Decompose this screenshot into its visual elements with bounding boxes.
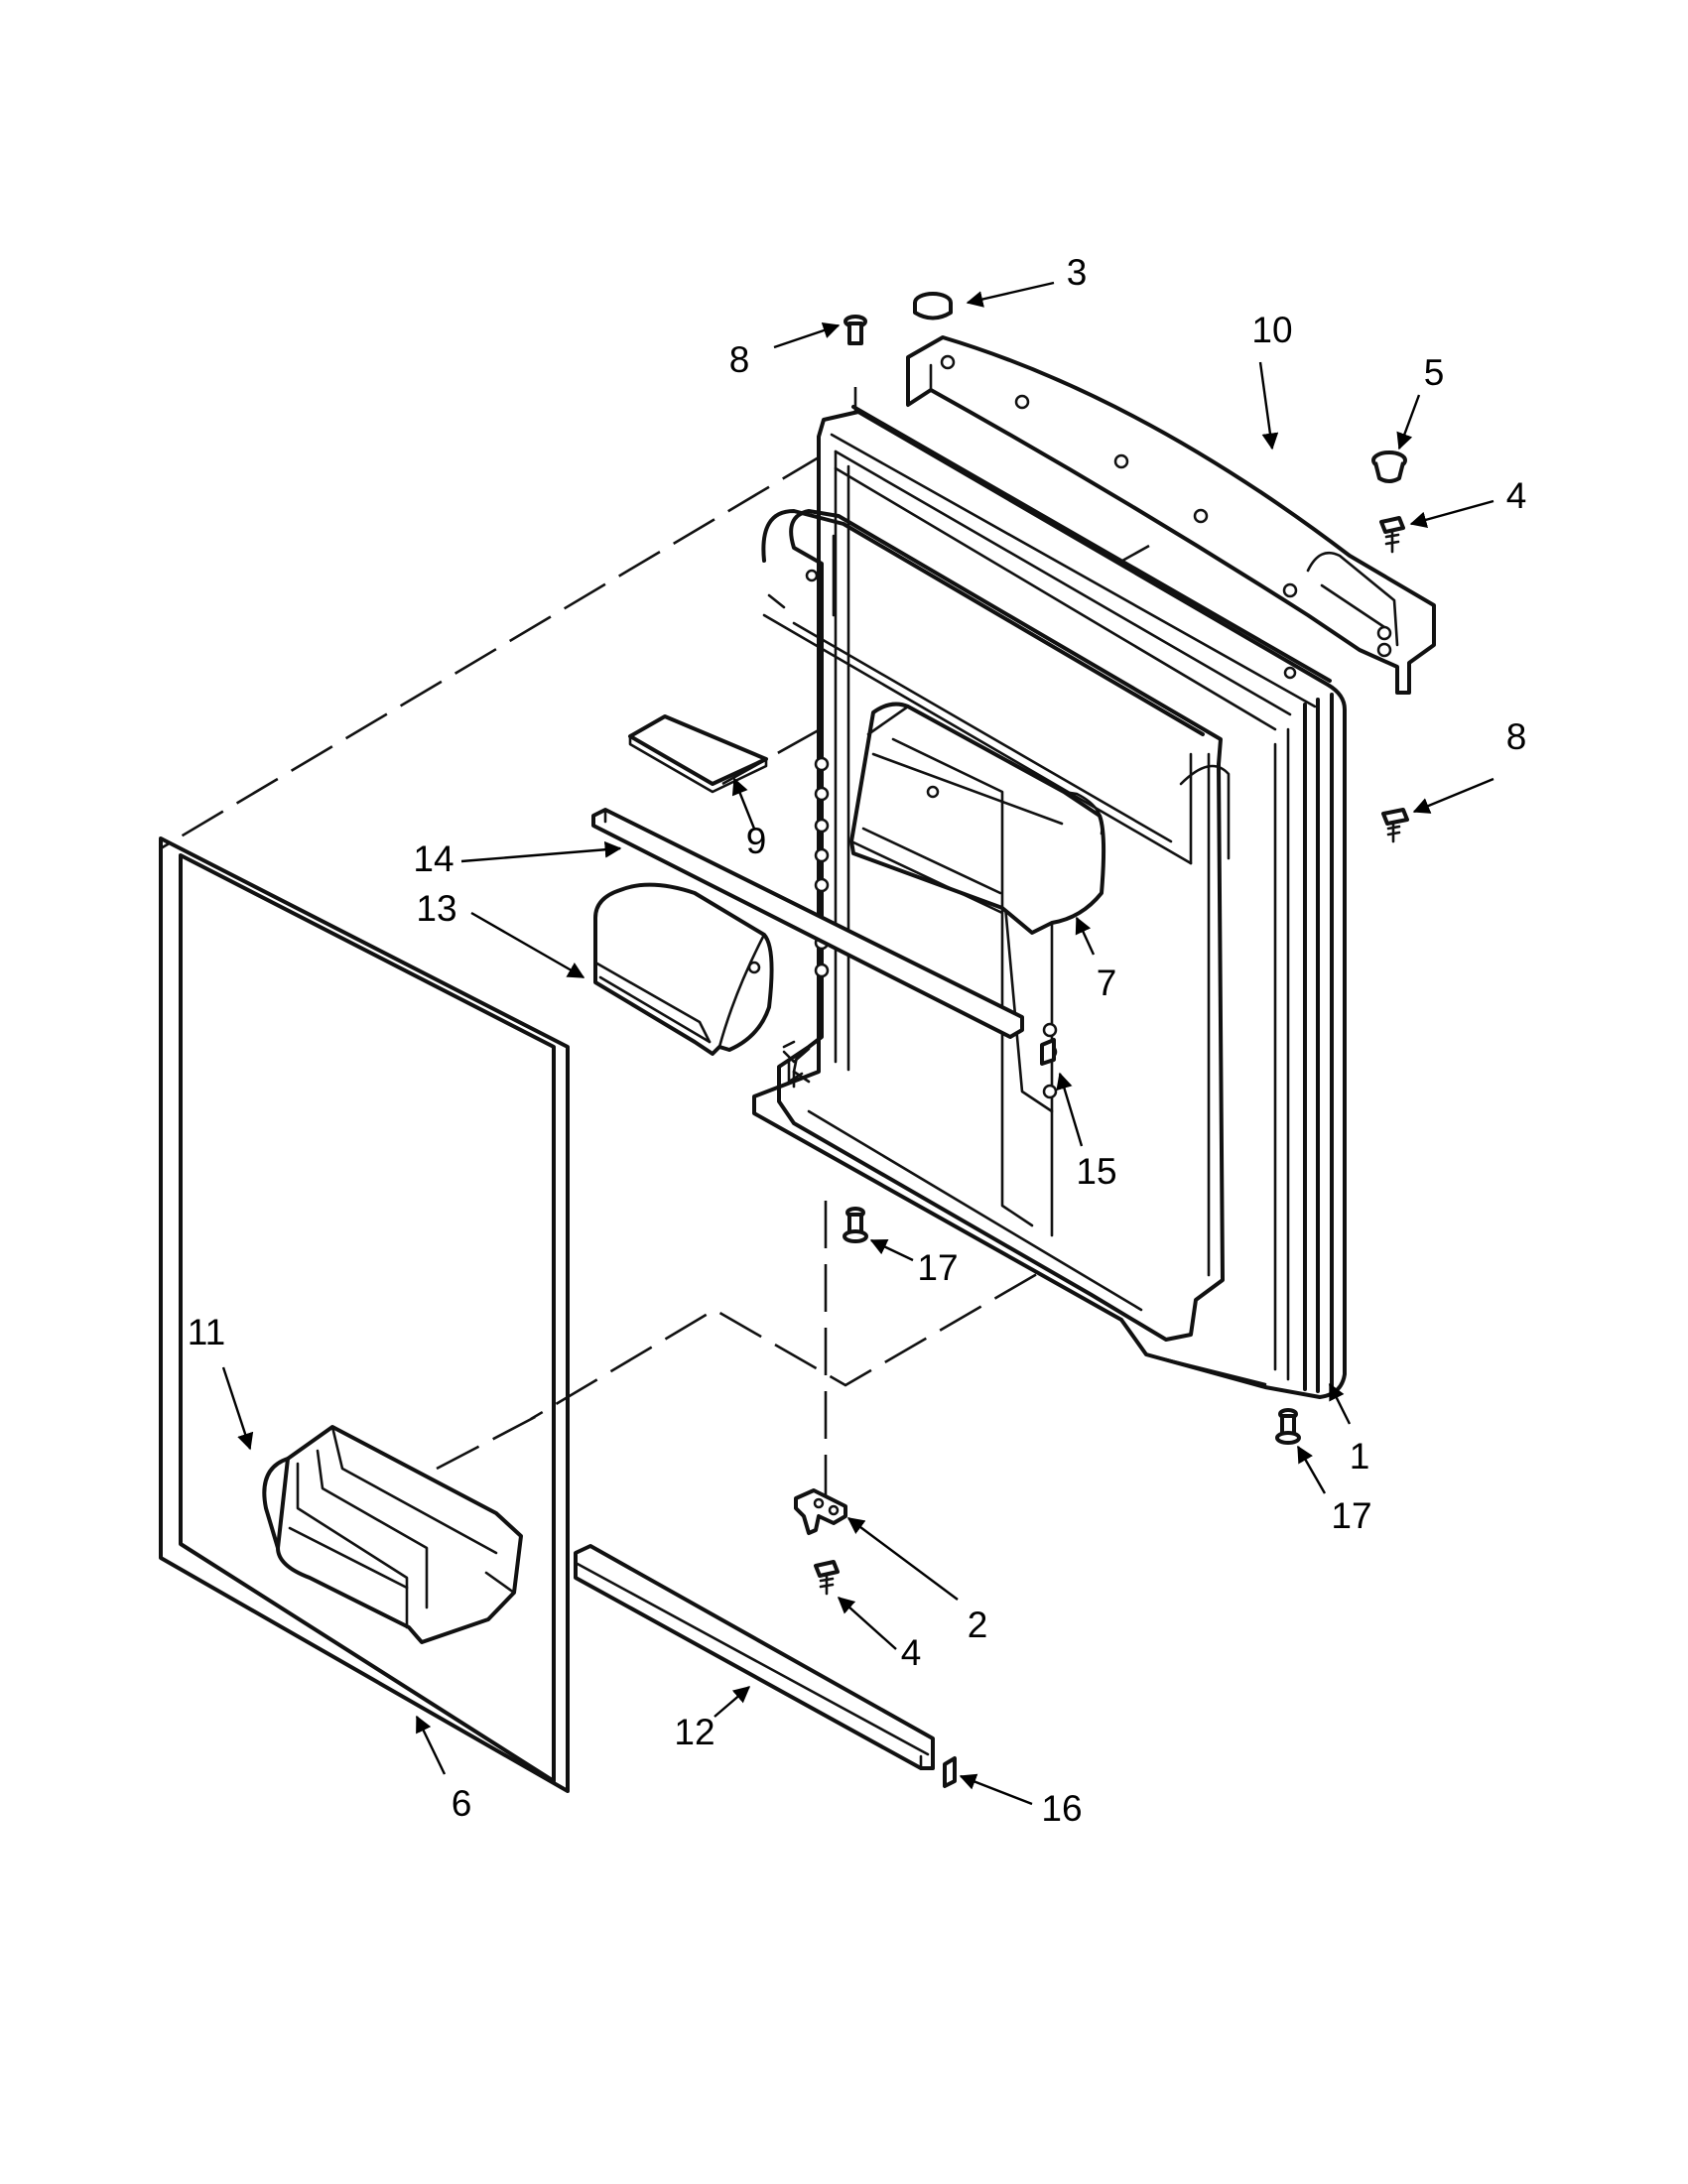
- screw-part-8-upper: [844, 315, 867, 345]
- lower-rail-part-12: [574, 1544, 935, 1770]
- cap-part-5: [1371, 450, 1407, 483]
- callout-14: 14: [413, 838, 454, 879]
- screw-part-4-upper: [1379, 516, 1405, 554]
- callout-11: 11: [188, 1312, 225, 1352]
- callout-4-upper: 4: [1506, 475, 1527, 516]
- callout-17-lower: 17: [1331, 1495, 1371, 1536]
- clip-part-16: [943, 1756, 957, 1788]
- screw-part-4-lower: [814, 1560, 840, 1596]
- shelf-rail-part-14: [591, 808, 1024, 1039]
- callout-9: 9: [746, 821, 767, 861]
- pad-part-9: [628, 714, 768, 794]
- clip-part-15: [1040, 1038, 1056, 1066]
- callout-8-upper: 8: [729, 339, 750, 380]
- callout-16: 16: [1041, 1788, 1082, 1829]
- pin-part-17-lower: [1275, 1408, 1301, 1445]
- callout-3: 3: [1067, 252, 1088, 293]
- callout-12: 12: [674, 1712, 714, 1752]
- callout-5: 5: [1424, 352, 1445, 393]
- callout-labels: 1 2 3 4 4 5 6 7 8 8 9 10 11 12 13 14 15 …: [188, 252, 1527, 1829]
- callout-1: 1: [1350, 1436, 1370, 1477]
- callout-10: 10: [1251, 310, 1292, 350]
- callout-4-lower: 4: [901, 1632, 922, 1673]
- callout-13: 13: [416, 888, 456, 929]
- door-gasket-part-6: [159, 836, 570, 1793]
- callout-15: 15: [1076, 1151, 1116, 1192]
- butter-compartment-part-13: [593, 882, 774, 1056]
- dairy-bin-part-7: [849, 702, 1106, 935]
- screw-part-8-lower: [1381, 808, 1409, 843]
- door-bin-part-11: [262, 1425, 523, 1644]
- pin-part-17-upper: [843, 1207, 868, 1243]
- plug-part-3: [913, 292, 953, 321]
- hinge-part-2: [794, 1488, 847, 1535]
- leader-lines: [221, 281, 1494, 1806]
- callout-17-upper: 17: [917, 1247, 958, 1288]
- door-trim-part-10: [906, 335, 1436, 695]
- callout-7: 7: [1097, 963, 1117, 1003]
- callout-6: 6: [452, 1783, 472, 1824]
- callout-2: 2: [968, 1605, 988, 1645]
- callout-8-lower: 8: [1506, 716, 1527, 757]
